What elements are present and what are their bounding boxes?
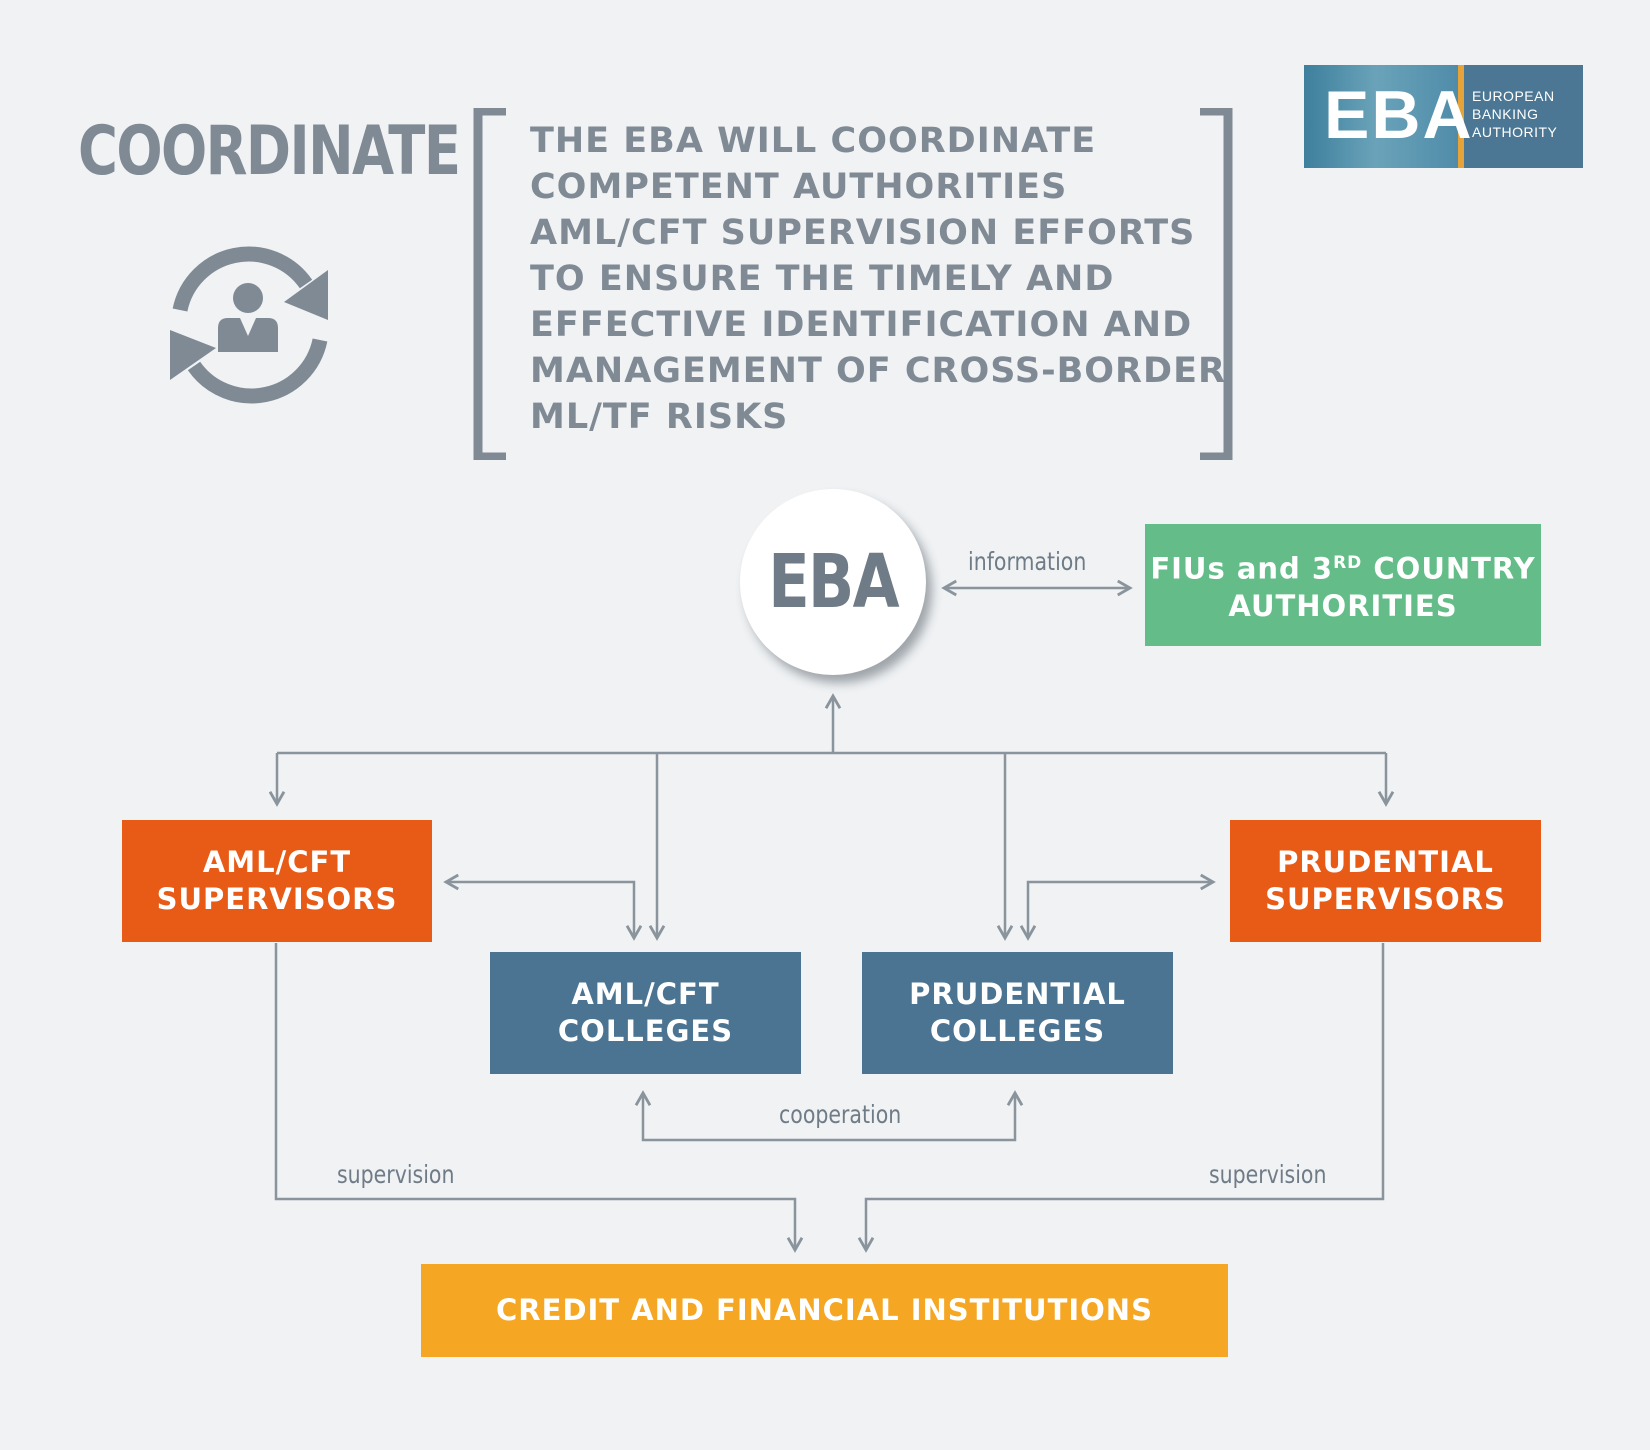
- mission-line: TO ENSURE THE TIMELY AND: [530, 259, 1115, 299]
- supervision-left-arrow: [274, 943, 804, 1253]
- left-bracket: [473, 108, 506, 460]
- eba-logo: EBA EUROPEAN BANKING AUTHORITY: [1304, 65, 1583, 168]
- prudential-supervisors-line: PRUDENTIAL: [1277, 845, 1494, 879]
- logo-name-line: BANKING: [1472, 106, 1539, 122]
- institutions-label: CREDIT AND FINANCIAL INSTITUTIONS: [496, 1293, 1153, 1327]
- logo-stripe: [1458, 65, 1464, 168]
- institutions-node: CREDIT AND FINANCIAL INSTITUTIONS: [421, 1264, 1228, 1357]
- person-refresh-icon: [170, 246, 328, 404]
- fius-superscript: RD: [1333, 553, 1363, 574]
- page-heading: COORDINATE: [78, 112, 461, 191]
- fius-node: FIUs and 3RD COUNTRY AUTHORITIES: [1145, 524, 1541, 646]
- prudential-supervisors-line: SUPERVISORS: [1265, 882, 1506, 916]
- aml-colleges-node: AML/CFT COLLEGES: [490, 952, 801, 1074]
- information-label: information: [968, 547, 1087, 576]
- supervision-left-label: supervision: [337, 1160, 455, 1189]
- right-bracket: [1200, 108, 1233, 460]
- prudential-supervisors-colleges-arrow: [1019, 873, 1216, 941]
- mission-statement: THE EBA WILL COORDINATE COMPETENT AUTHOR…: [530, 118, 1230, 440]
- supervision-right-arrow: [857, 943, 1385, 1253]
- logo-name-line: EUROPEAN: [1472, 88, 1555, 104]
- cooperation-label: cooperation: [779, 1100, 902, 1129]
- prudential-colleges-line: COLLEGES: [929, 1014, 1106, 1048]
- aml-supervisors-line: SUPERVISORS: [156, 882, 398, 916]
- fius-text-b: COUNTRY: [1362, 551, 1536, 586]
- fius-node-line2: AUTHORITIES: [1228, 588, 1458, 623]
- prudential-supervisors-node: PRUDENTIAL SUPERVISORS: [1230, 820, 1541, 942]
- mission-line: COMPETENT AUTHORITIES: [530, 167, 1068, 207]
- logo-abbreviation: EBA: [1324, 77, 1474, 153]
- mission-line: MANAGEMENT OF CROSS-BORDER: [530, 351, 1226, 391]
- prudential-colleges-node: PRUDENTIAL COLLEGES: [862, 952, 1173, 1074]
- aml-supervisors-colleges-arrow: [443, 873, 643, 941]
- logo-background: [1304, 65, 1464, 168]
- mission-line: EFFECTIVE IDENTIFICATION AND: [530, 305, 1193, 345]
- eba-node: EBA: [740, 489, 926, 675]
- aml-colleges-line: AML/CFT: [571, 977, 720, 1011]
- fius-text-a: FIUs and 3: [1150, 551, 1334, 586]
- logo-name-line: AUTHORITY: [1472, 124, 1558, 140]
- cooperation-arrow: [634, 1090, 1024, 1142]
- eba-node-label: EBA: [768, 539, 899, 625]
- mission-line: ML/TF RISKS: [530, 397, 789, 437]
- aml-colleges-line: COLLEGES: [557, 1014, 734, 1048]
- prudential-colleges-line: PRUDENTIAL: [909, 977, 1126, 1011]
- fius-node-line1: FIUs and 3RD COUNTRY: [1150, 545, 1535, 588]
- aml-supervisors-line: AML/CFT: [202, 845, 352, 879]
- mission-line: AML/CFT SUPERVISION EFFORTS: [530, 213, 1196, 253]
- aml-supervisors-node: AML/CFT SUPERVISORS: [122, 820, 432, 942]
- logo-name: EUROPEAN BANKING AUTHORITY: [1472, 87, 1582, 141]
- mission-line: THE EBA WILL COORDINATE: [530, 121, 1097, 161]
- supervision-right-label: supervision: [1209, 1160, 1327, 1189]
